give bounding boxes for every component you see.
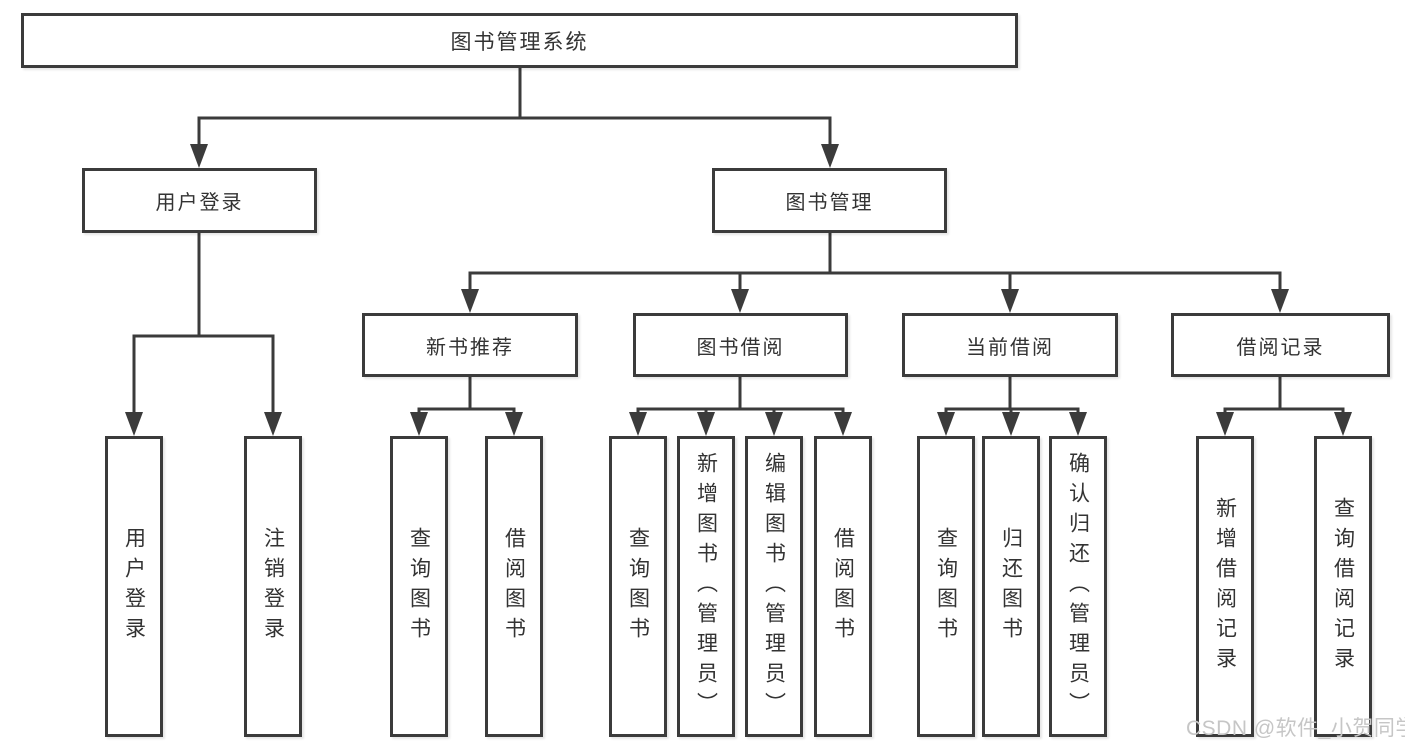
- leaf-edit-book-admin: 编辑图书（管理员）: [745, 436, 803, 737]
- leaf-return-books: 归还图书: [982, 436, 1040, 737]
- node-current-borrowing: 当前借阅: [902, 313, 1118, 377]
- root-node-library-management-system: 图书管理系统: [21, 13, 1018, 68]
- leaf-borrow-books-recommend: 借阅图书: [485, 436, 543, 737]
- leaf-query-books-current: 查询图书: [917, 436, 975, 737]
- leaf-label: 查询借阅记录: [1331, 496, 1355, 677]
- leaf-label: 归还图书: [999, 526, 1023, 647]
- leaf-label: 用户登录: [122, 526, 146, 647]
- node-book-borrowing: 图书借阅: [633, 313, 848, 377]
- leaf-logout: 注销登录: [244, 436, 302, 737]
- leaf-label: 查询图书: [934, 526, 958, 647]
- leaf-label: 查询图书: [626, 526, 650, 647]
- leaf-query-books-recommend: 查询图书: [390, 436, 448, 737]
- leaf-query-borrow-record: 查询借阅记录: [1314, 436, 1372, 737]
- leaf-query-books-borrow: 查询图书: [609, 436, 667, 737]
- leaf-label: 借阅图书: [502, 526, 526, 647]
- csdn-watermark: CSDN @软件_小贺同学: [1186, 717, 1405, 740]
- leaf-label: 借阅图书: [831, 526, 855, 647]
- leaf-borrow-books: 借阅图书: [814, 436, 872, 737]
- leaf-add-book-admin: 新增图书（管理员）: [677, 436, 735, 737]
- leaf-label: 新增借阅记录: [1213, 496, 1237, 677]
- node-borrowing-records: 借阅记录: [1171, 313, 1390, 377]
- leaf-user-login: 用户登录: [105, 436, 163, 737]
- node-book-management: 图书管理: [712, 168, 947, 233]
- node-new-book-recommendation: 新书推荐: [362, 313, 578, 377]
- leaf-label: 查询图书: [407, 526, 431, 647]
- leaf-label: 确认归还（管理员）: [1066, 451, 1090, 722]
- node-user-login: 用户登录: [82, 168, 317, 233]
- leaf-label: 编辑图书（管理员）: [762, 451, 786, 722]
- leaf-label: 注销登录: [261, 526, 285, 647]
- leaf-label: 新增图书（管理员）: [694, 451, 718, 722]
- leaf-add-borrow-record: 新增借阅记录: [1196, 436, 1254, 737]
- leaf-confirm-return-admin: 确认归还（管理员）: [1049, 436, 1107, 737]
